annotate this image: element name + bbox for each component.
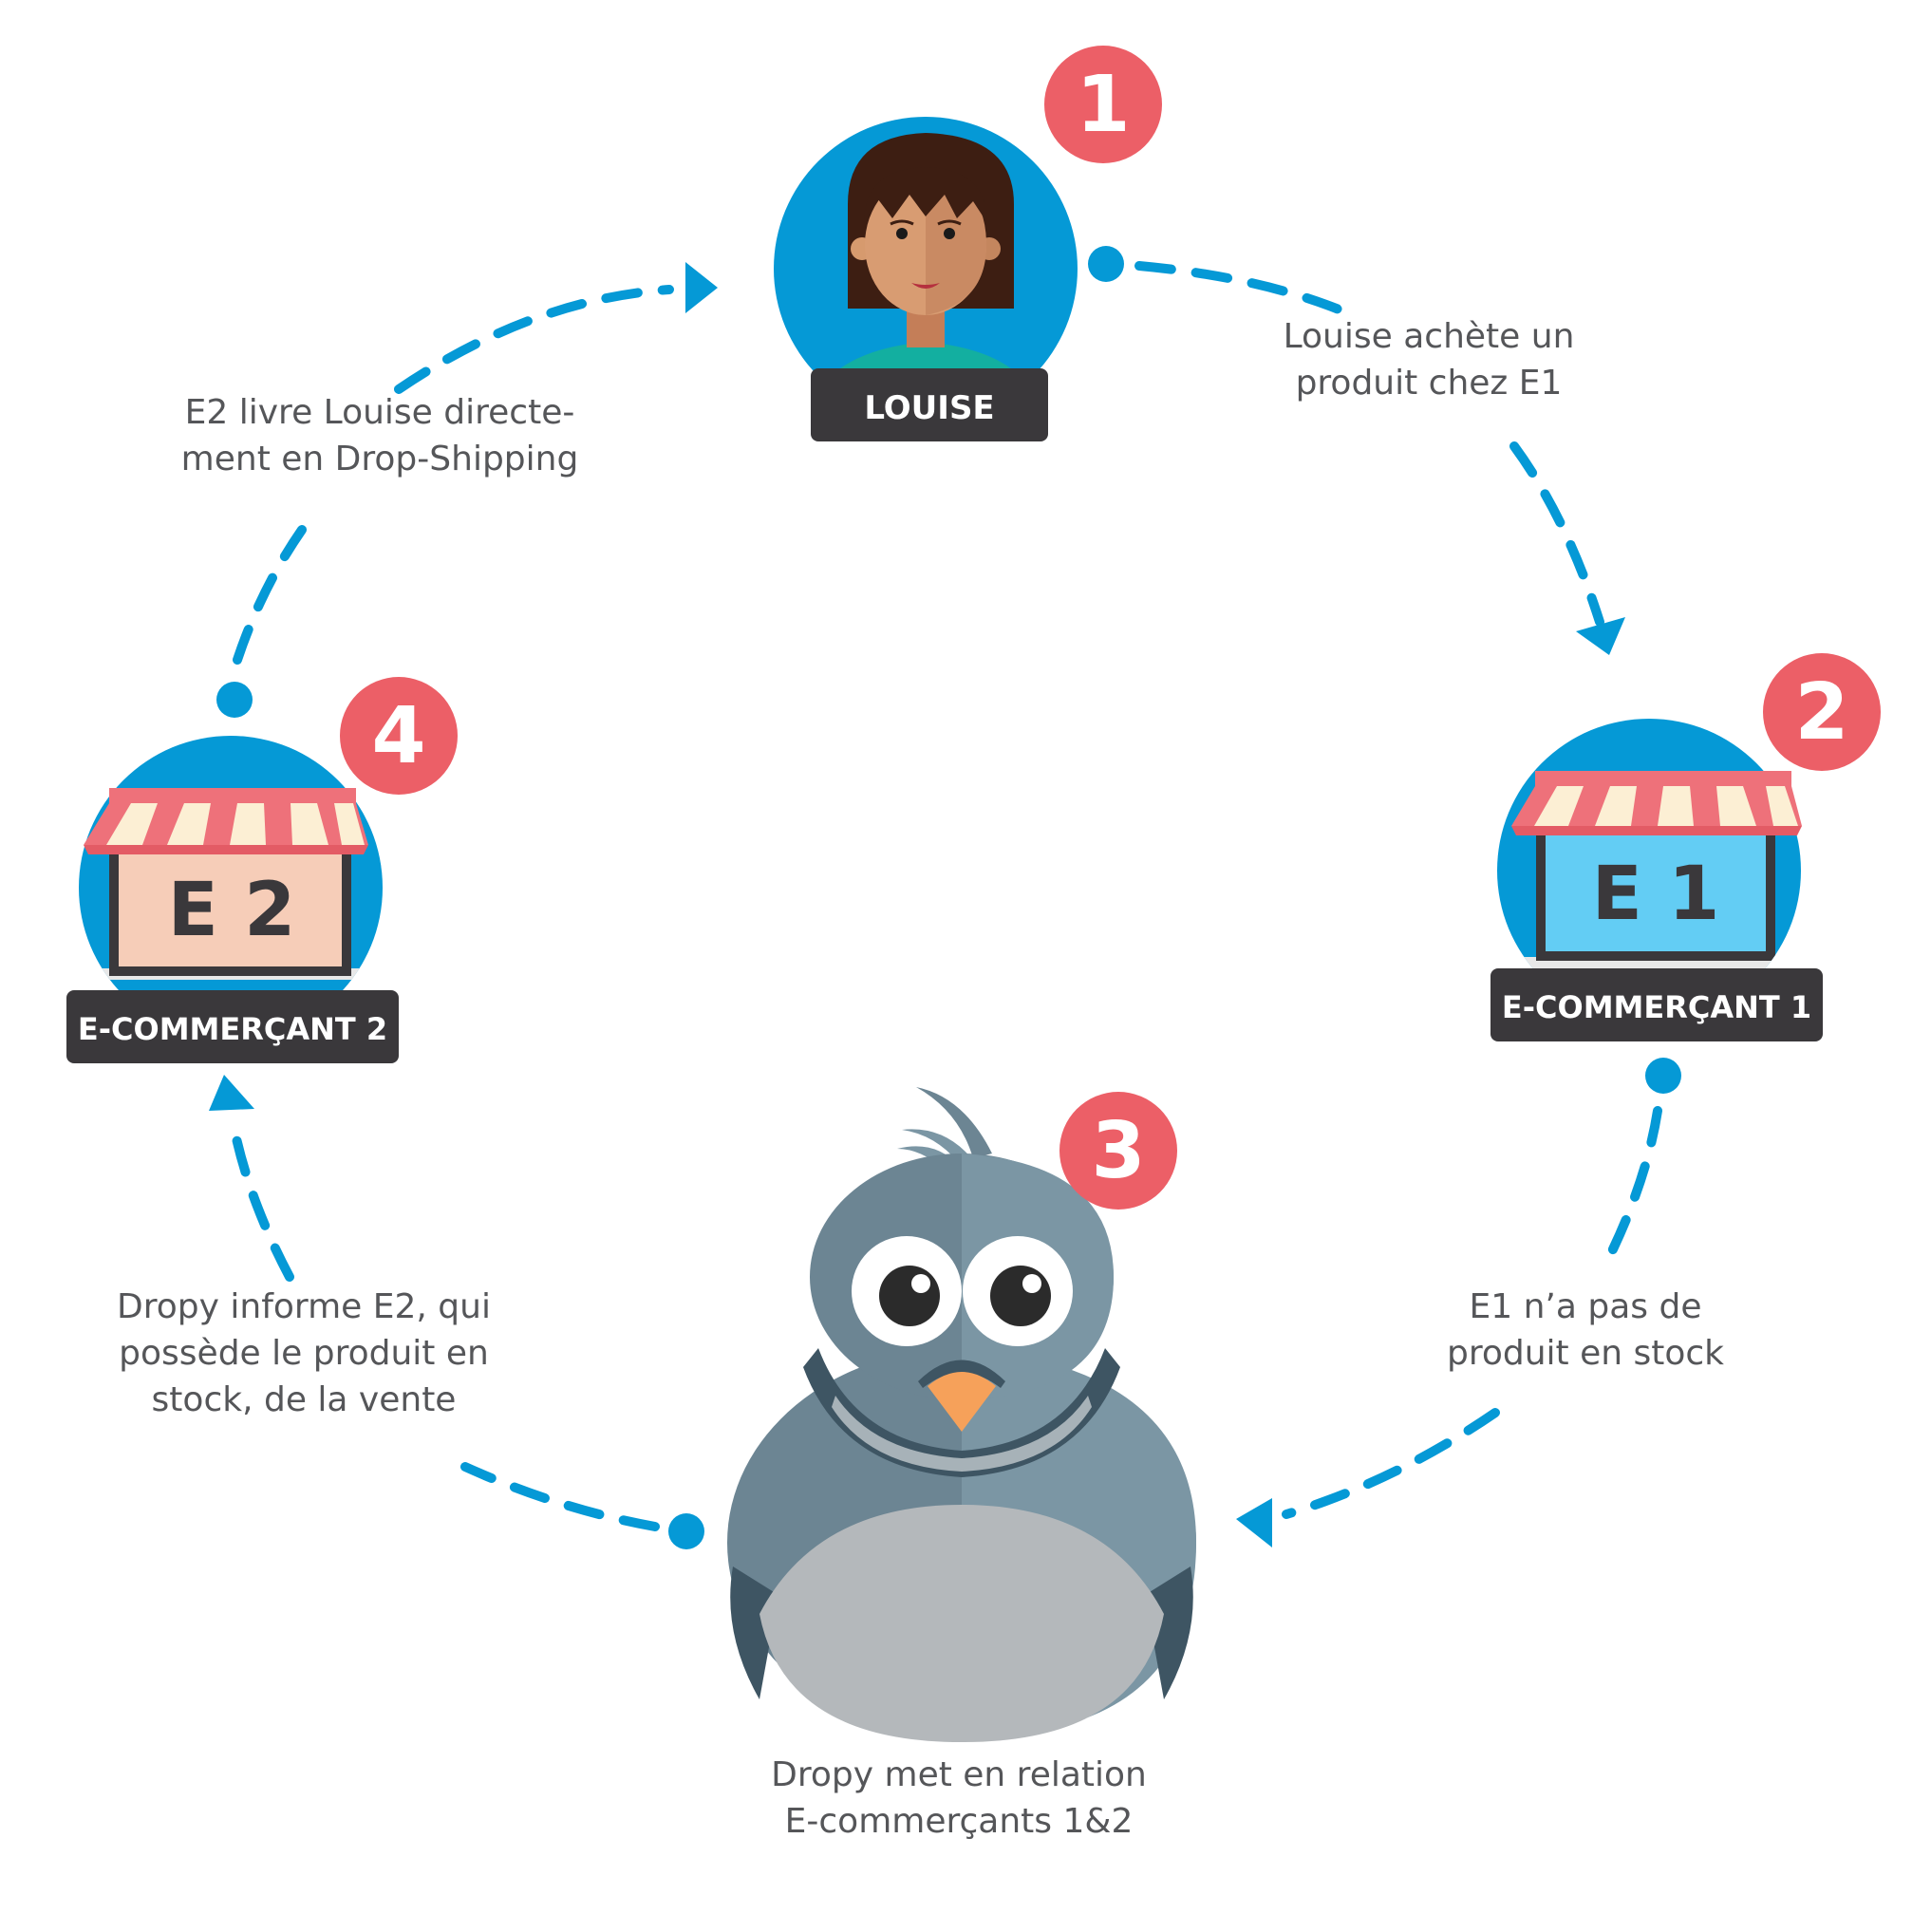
arrow-e2-to-louise (216, 262, 718, 718)
arrow-louise-to-e1 (1088, 246, 1625, 655)
e1-label: E-COMMERÇANT 1 (1502, 989, 1811, 1025)
e1-node: E 1 E-COMMERÇANT 1 2 (1490, 653, 1881, 1041)
e1-awning (1511, 771, 1802, 835)
louise-node: LOUISE 1 (774, 46, 1162, 441)
step-badge-2: 2 (1794, 667, 1848, 758)
step-badge-4: 4 (371, 691, 425, 781)
e2-node: E 2 E-COMMERÇANT 2 4 (66, 677, 458, 1063)
e2-screen-text: E 2 (168, 868, 296, 953)
caption-dropy-connects: Dropy met en relation E-commerçants 1&2 (771, 1755, 1147, 1841)
shop-icon (1509, 822, 1801, 968)
e2-label: E-COMMERÇANT 2 (78, 1011, 387, 1047)
e2-awning (84, 788, 368, 854)
step-badge-1: 1 (1076, 60, 1130, 150)
e1-screen-text: E 1 (1592, 852, 1720, 937)
shop-icon (79, 835, 383, 980)
caption-e1-out-of-stock: E1 n’a pas de produit en stock (1446, 1287, 1725, 1373)
arrow-e1-to-dropy (1236, 1058, 1681, 1547)
arrow-dropy-to-e2 (209, 1075, 704, 1549)
louise-label: LOUISE (864, 389, 994, 427)
caption-dropy-informs-e2: Dropy informe E2, qui possède le produit… (117, 1287, 491, 1419)
caption-louise-buys: Louise achète un produit chez E1 (1283, 317, 1575, 403)
step-badge-3: 3 (1091, 1106, 1145, 1196)
pigeon-mascot-icon: 3 (727, 1087, 1196, 1742)
caption-e2-delivers: E2 livre Louise directe- ment en Drop-Sh… (180, 393, 579, 478)
